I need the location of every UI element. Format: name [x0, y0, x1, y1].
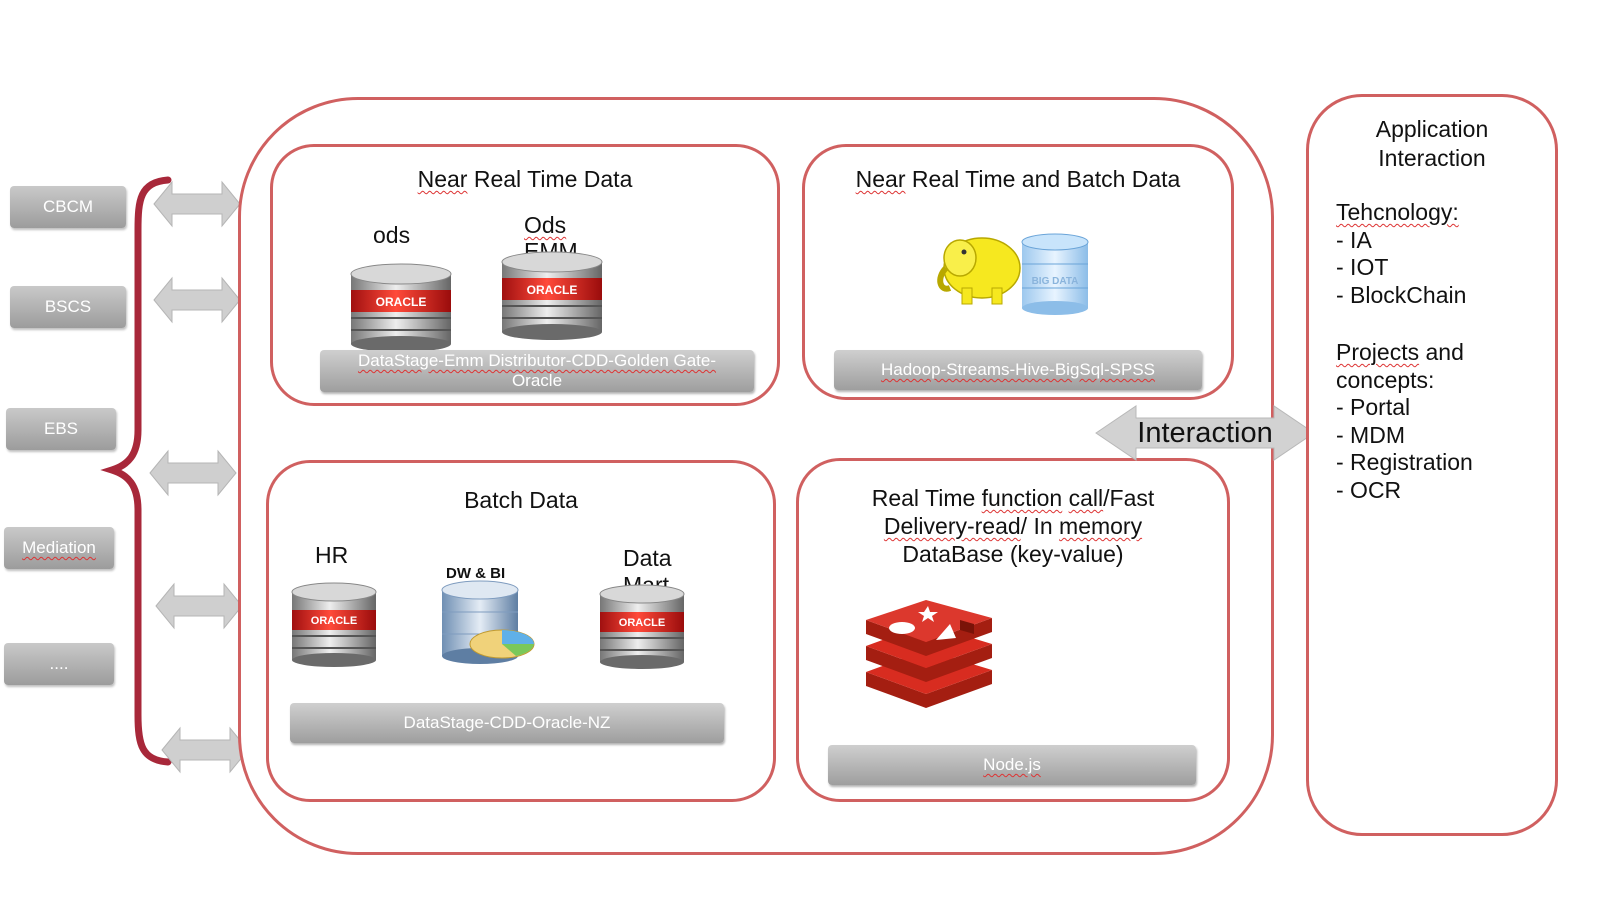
source-button-mediation[interactable]: Mediation: [4, 527, 114, 569]
source-button-more[interactable]: ....: [4, 643, 114, 685]
source-button-bscs[interactable]: BSCS: [10, 286, 126, 328]
batch-data-title: Batch Data: [464, 487, 578, 513]
redis-logo-icon: [866, 600, 992, 708]
near-real-time-batch-title-rest: Real Time and Batch Data: [911, 166, 1181, 192]
call-word: call: [1068, 485, 1104, 511]
project-item: - Portal: [1336, 394, 1411, 420]
near-real-time-batch-title: Near Real Time and Batch Data: [802, 165, 1234, 193]
big-data-cylinder-icon: BIG DATA: [1021, 233, 1089, 315]
near-real-time-tools-bar[interactable]: DataStage-Emm Distributor-CDD-Golden Gat…: [320, 350, 754, 392]
double-arrow-icon: [149, 449, 237, 497]
oracle-database-icon: ORACLE: [599, 584, 685, 669]
hadoop-elephant-icon: [937, 237, 1021, 305]
near-word: Near: [417, 166, 468, 192]
real-time-title: Real Time function call/Fast Delivery-re…: [796, 484, 1230, 568]
project-item: - OCR: [1336, 476, 1402, 503]
near-real-time-tools-line2: Oracle: [511, 371, 563, 390]
technology-heading: Tehcnology:: [1336, 199, 1459, 225]
near-real-time-title-rest: Real Time Data: [473, 166, 633, 192]
real-time-title-line1: Real Time function call/Fast: [871, 485, 1155, 511]
data-mart-label-line1: Data: [623, 545, 672, 571]
projects-section: Projects and concepts: - Portal - MDM - …: [1336, 339, 1473, 504]
delivery-read-word: Delivery-read: [883, 513, 1021, 539]
curly-brace: [100, 176, 172, 766]
near-real-time-tools-line1: DataStage-Emm Distributor-CDD-Golden Gat…: [357, 351, 717, 370]
double-arrow-icon: [153, 180, 241, 228]
oracle-logo-text: ORACLE: [619, 617, 665, 629]
batch-tools-bar[interactable]: DataStage-CDD-Oracle-NZ: [290, 703, 724, 743]
source-label-mediation: Mediation: [22, 538, 96, 557]
projects-word: Projects: [1336, 339, 1420, 365]
ods-label: ods: [373, 222, 411, 248]
technology-item: - BlockChain: [1336, 281, 1467, 308]
real-time-title-line2: Delivery-read/ In memory: [883, 513, 1143, 539]
projects-heading-line2: concepts:: [1336, 366, 1435, 393]
near-word: Near: [855, 166, 906, 192]
technology-item: - IOT: [1336, 254, 1389, 280]
brace-and-arrows: [100, 176, 249, 774]
oracle-logo-text: ORACLE: [311, 615, 357, 627]
oracle-logo-text: ORACLE: [376, 295, 427, 309]
application-interaction-panel: [1306, 94, 1558, 836]
real-time-title-line3: DataBase (key-value): [902, 541, 1124, 567]
project-item: - Registration: [1336, 449, 1473, 475]
hr-label: HR: [315, 542, 349, 568]
app-title-line1: Application: [1375, 116, 1489, 142]
memory-word: memory: [1059, 513, 1143, 539]
function-word: function: [981, 485, 1063, 511]
hadoop-tools-bar[interactable]: Hadoop-Streams-Hive-BigSql-SPSS: [834, 350, 1202, 390]
oracle-logo-text: ORACLE: [527, 283, 578, 297]
technology-section: Tehcnology: - IA - IOT - BlockChain: [1336, 199, 1466, 309]
dw-bi-database-icon: [441, 580, 535, 664]
double-arrow-icon: [155, 582, 243, 630]
oracle-database-icon: ORACLE: [291, 582, 377, 667]
app-title-line2: Interaction: [1378, 145, 1486, 171]
dw-bi-label: DW & BI: [446, 565, 506, 582]
interaction-label: Interaction: [1137, 417, 1273, 449]
source-button-ebs[interactable]: EBS: [6, 408, 116, 450]
technology-item: - IA: [1336, 226, 1372, 253]
big-data-label: BIG DATA: [1032, 276, 1079, 287]
oracle-database-icon: ORACLE: [501, 251, 603, 340]
near-real-time-title: Near Real Time Data: [270, 165, 780, 193]
project-item: - MDM: [1336, 421, 1405, 448]
application-interaction-title: Application Interaction: [1306, 115, 1558, 173]
oracle-database-icon: ORACLE: [350, 263, 452, 352]
double-arrow-icon: [161, 726, 249, 774]
ods-emm-label-line1: Ods: [524, 212, 567, 238]
double-arrow-icon: [153, 276, 241, 324]
hadoop-tools-label: Hadoop-Streams-Hive-BigSql-SPSS: [881, 360, 1155, 379]
projects-heading-line1: Projects and: [1336, 339, 1464, 365]
source-button-cbcm[interactable]: CBCM: [10, 186, 126, 228]
realtime-tools-bar[interactable]: Node.js: [828, 745, 1196, 785]
nodejs-label: Node.js: [983, 755, 1041, 774]
